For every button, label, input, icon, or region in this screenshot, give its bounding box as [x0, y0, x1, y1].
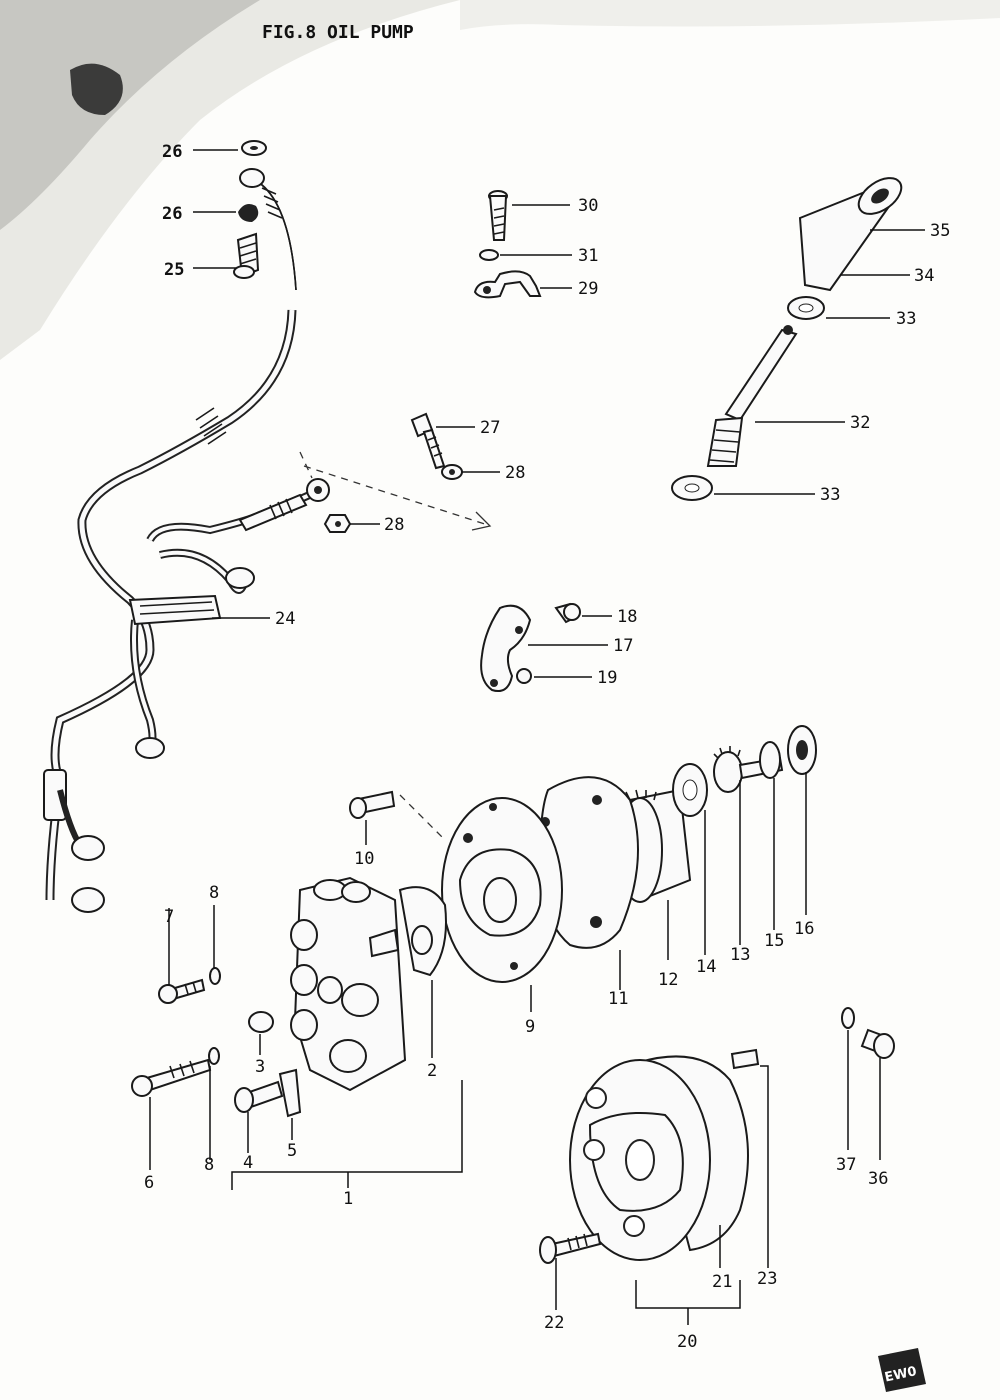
callout-31: 31 — [578, 246, 598, 266]
callout-8-lower: 8 — [204, 1155, 214, 1175]
callout-20: 20 — [677, 1332, 697, 1352]
callout-24: 24 — [275, 609, 295, 629]
callout-8-upper: 8 — [209, 883, 219, 903]
corner-mark-text: EW0 — [883, 1364, 918, 1385]
callout-30: 30 — [578, 196, 598, 216]
callout-36: 36 — [868, 1169, 888, 1189]
small-screw-parts — [841, 1007, 895, 1059]
callout-32: 32 — [850, 413, 870, 433]
callout-2: 2 — [427, 1061, 437, 1081]
callout-19: 19 — [597, 668, 617, 688]
callout-13: 13 — [730, 945, 750, 965]
callout-18: 18 — [617, 607, 637, 627]
callout-33-lower: 33 — [820, 485, 840, 505]
callout-15: 15 — [764, 931, 784, 951]
gear-shaft-stack — [617, 725, 817, 903]
pump-cover — [539, 1048, 760, 1264]
callout-4: 4 — [243, 1153, 253, 1173]
callout-34: 34 — [914, 266, 934, 286]
drive-shaft-assembly — [671, 177, 903, 501]
oil-pump-body — [131, 876, 447, 1118]
callout-33-upper: 33 — [896, 309, 916, 329]
callout-1: 1 — [343, 1189, 353, 1209]
callout-11: 11 — [608, 989, 628, 1009]
corner-stamp: EW0 — [878, 1348, 926, 1392]
callout-29: 29 — [578, 279, 598, 299]
callout-12: 12 — [658, 970, 678, 990]
scan-noise — [0, 0, 1000, 360]
oil-hose-assembly — [43, 140, 492, 913]
pump-plates — [349, 776, 639, 983]
callout-26-lower: 26 — [162, 204, 182, 224]
hose-clamp-parts — [410, 190, 542, 480]
callout-17: 17 — [613, 636, 633, 656]
callout-9: 9 — [525, 1017, 535, 1037]
callout-26-upper: 26 — [162, 142, 182, 162]
callout-16: 16 — [794, 919, 814, 939]
callout-25: 25 — [164, 260, 184, 280]
callout-28-upper: 28 — [505, 463, 525, 483]
callout-27: 27 — [480, 418, 500, 438]
callout-21: 21 — [712, 1272, 732, 1292]
callout-7: 7 — [164, 907, 174, 927]
callout-14: 14 — [696, 957, 716, 977]
callout-37: 37 — [836, 1155, 856, 1175]
leader-lines — [149, 149, 925, 1325]
retaining-plate — [480, 602, 581, 692]
callout-3: 3 — [255, 1057, 265, 1077]
callout-23: 23 — [757, 1269, 777, 1289]
callout-10: 10 — [354, 849, 374, 869]
figure-title: FIG.8 OIL PUMP — [262, 22, 414, 43]
callout-22: 22 — [544, 1313, 564, 1333]
callout-6: 6 — [144, 1173, 154, 1193]
callout-35: 35 — [930, 221, 950, 241]
callout-28-lower: 28 — [384, 515, 404, 535]
callout-labels: 26 26 25 30 31 29 27 28 28 24 35 34 33 3… — [144, 142, 950, 1352]
callout-5: 5 — [287, 1141, 297, 1161]
